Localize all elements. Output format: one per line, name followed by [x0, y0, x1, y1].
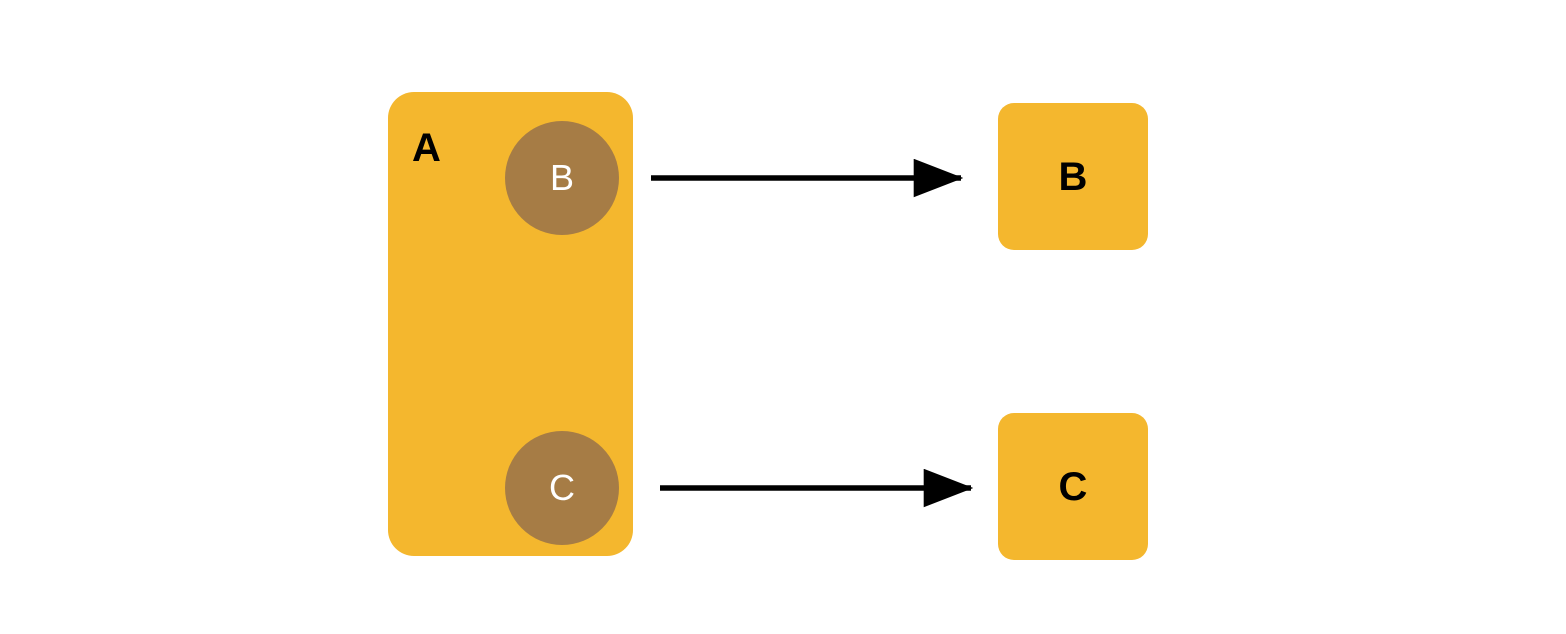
target-box-b[interactable]: B	[998, 103, 1148, 250]
target-box-c[interactable]: C	[998, 413, 1148, 560]
member-circle-c[interactable]: C	[505, 431, 619, 545]
group-label-a: A	[412, 126, 441, 170]
group-container-a[interactable]: A B C	[388, 92, 633, 556]
target-label-b: B	[1058, 154, 1088, 199]
member-label-c: C	[549, 467, 575, 508]
member-label-b: B	[549, 157, 574, 198]
target-label-c: C	[1058, 464, 1088, 509]
member-circle-b[interactable]: B	[505, 121, 619, 235]
